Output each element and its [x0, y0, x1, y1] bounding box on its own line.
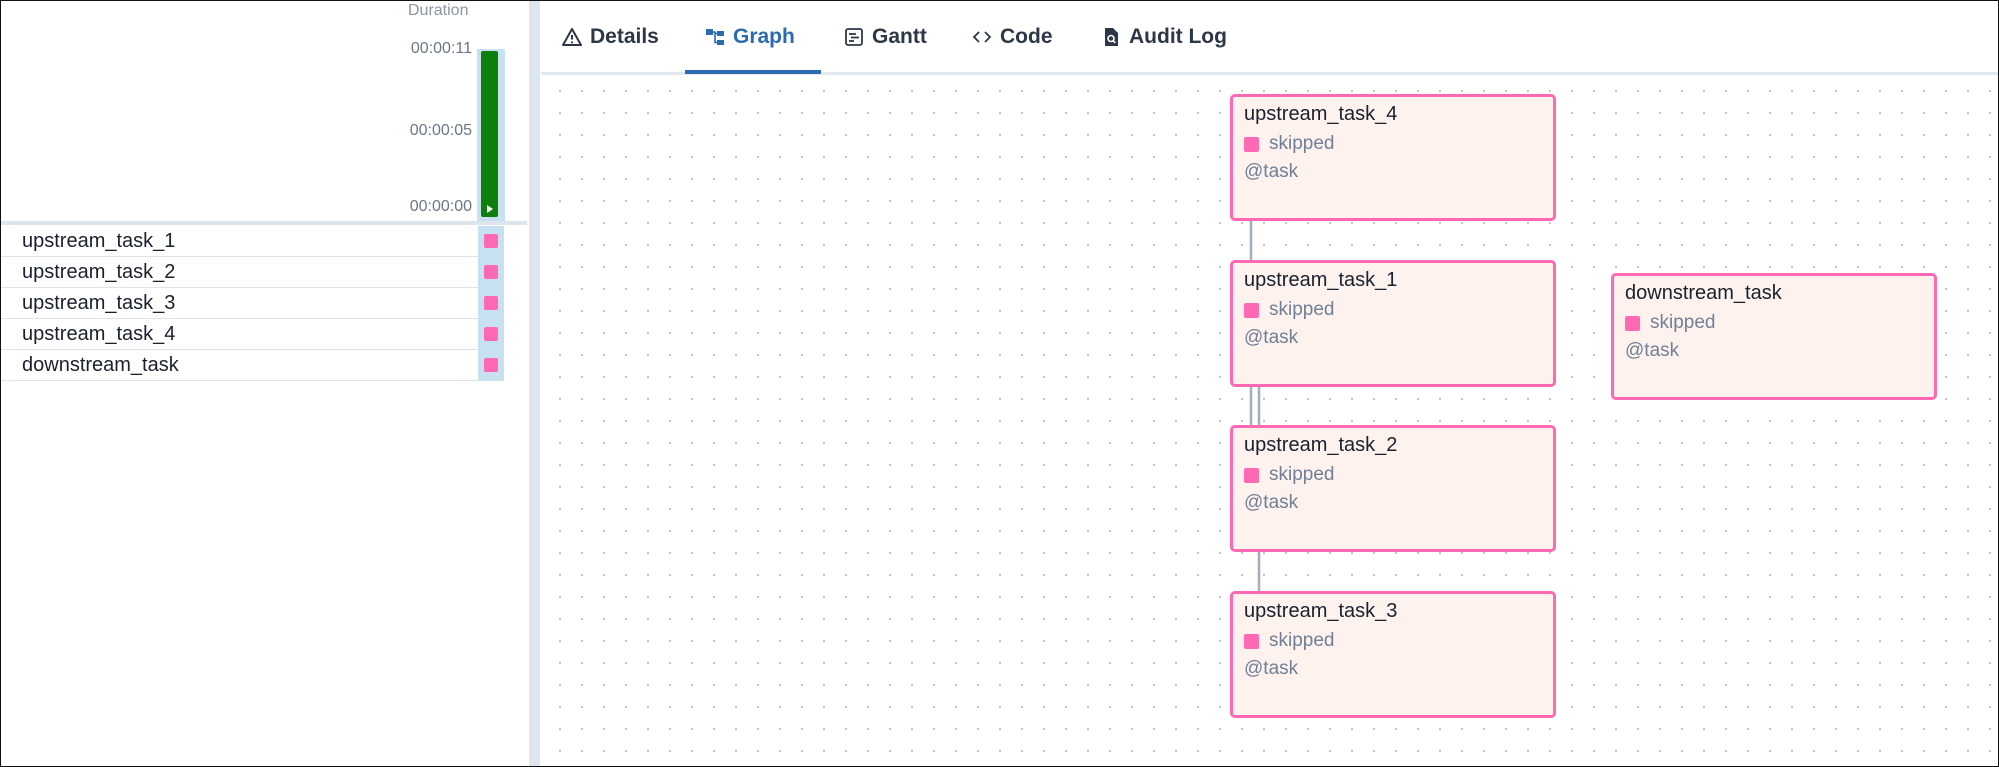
task-name: upstream_task_1	[22, 230, 176, 252]
tab-label: Gantt	[872, 25, 927, 48]
node-state-label: skipped	[1269, 630, 1335, 651]
skipped-status-square	[484, 358, 498, 372]
grid-panel: Duration 00:00:11 00:00:05 00:00:00 upst…	[1, 1, 528, 766]
task-node[interactable]: downstream_task skipped @task	[1611, 273, 1937, 400]
tab-code[interactable]: Code	[972, 25, 1053, 49]
tab-gantt[interactable]: Gantt	[844, 25, 927, 49]
skipped-status-square	[484, 327, 498, 341]
task-row[interactable]: upstream_task_1	[1, 226, 504, 257]
warning-icon	[562, 28, 582, 46]
graph-icon	[706, 29, 724, 45]
task-node[interactable]: upstream_task_1 skipped @task	[1230, 260, 1556, 387]
dag-run-column	[477, 49, 505, 221]
tab-bar: Details Graph Gantt Code	[541, 1, 1998, 76]
node-title: upstream_task_2	[1244, 434, 1398, 456]
skipped-status-square	[1244, 633, 1259, 649]
tab-audit-log[interactable]: Audit Log	[1101, 25, 1227, 49]
task-name: upstream_task_2	[22, 261, 176, 283]
task-row[interactable]: downstream_task	[1, 350, 504, 381]
tab-label: Code	[1000, 25, 1053, 48]
grid-divider	[1, 221, 527, 225]
skipped-status-square	[1625, 315, 1640, 331]
play-icon	[487, 205, 493, 213]
skipped-status-square	[484, 265, 498, 279]
task-name: downstream_task	[22, 354, 179, 376]
panel-resize-handle[interactable]	[529, 1, 540, 766]
code-icon	[972, 31, 992, 43]
node-state: skipped	[1625, 312, 1716, 334]
task-instance-cell[interactable]	[478, 319, 504, 350]
duration-label: Duration	[408, 2, 469, 19]
skipped-status-square	[1244, 467, 1259, 483]
duration-tick-min: 00:00:00	[409, 198, 472, 215]
task-node[interactable]: upstream_task_4 skipped @task	[1230, 94, 1556, 221]
node-state-label: skipped	[1269, 464, 1335, 485]
task-row[interactable]: upstream_task_4	[1, 319, 504, 350]
graph-canvas[interactable]: upstream_task_4 skipped @task upstream_t…	[541, 76, 1997, 765]
task-instance-cell[interactable]	[478, 257, 504, 288]
duration-tick-mid: 00:00:05	[409, 122, 472, 139]
skipped-status-square	[1244, 302, 1259, 318]
node-operator: @task	[1625, 340, 1680, 361]
node-state: skipped	[1244, 133, 1335, 155]
tab-label: Details	[590, 25, 659, 48]
task-row[interactable]: upstream_task_3	[1, 288, 504, 319]
gantt-icon	[845, 28, 863, 46]
node-operator: @task	[1244, 658, 1299, 679]
node-state-label: skipped	[1269, 299, 1335, 320]
task-instance-cell[interactable]	[478, 226, 504, 257]
node-operator: @task	[1244, 327, 1299, 348]
skipped-status-square	[484, 296, 498, 310]
tab-bar-border	[541, 72, 1998, 75]
dag-run-duration-bar[interactable]	[481, 51, 498, 217]
task-row[interactable]: upstream_task_2	[1, 257, 504, 288]
tab-details[interactable]: Details	[562, 25, 659, 49]
node-state-label: skipped	[1650, 312, 1716, 333]
node-state-label: skipped	[1269, 133, 1335, 154]
task-node[interactable]: upstream_task_3 skipped @task	[1230, 591, 1556, 718]
duration-tick-max: 00:00:11	[410, 40, 472, 57]
task-node[interactable]: upstream_task_2 skipped @task	[1230, 425, 1556, 552]
tab-graph[interactable]: Graph	[705, 25, 795, 49]
node-state: skipped	[1244, 299, 1335, 321]
skipped-status-square	[484, 234, 498, 248]
node-title: upstream_task_3	[1244, 600, 1398, 622]
node-title: downstream_task	[1625, 282, 1782, 304]
task-name: upstream_task_4	[22, 323, 176, 345]
task-name: upstream_task_3	[22, 292, 176, 314]
task-instance-cell[interactable]	[478, 350, 504, 381]
node-operator: @task	[1244, 161, 1299, 182]
skipped-status-square	[1244, 136, 1259, 152]
node-state: skipped	[1244, 630, 1335, 652]
tab-label: Audit Log	[1129, 25, 1227, 48]
node-state: skipped	[1244, 464, 1335, 486]
task-list: upstream_task_1 upstream_task_2 upstream…	[1, 226, 504, 381]
active-tab-indicator	[685, 70, 821, 74]
task-instance-cell[interactable]	[478, 288, 504, 319]
audit-log-icon	[1105, 28, 1118, 46]
tab-label: Graph	[733, 25, 795, 48]
node-operator: @task	[1244, 492, 1299, 513]
node-title: upstream_task_4	[1244, 103, 1398, 125]
node-title: upstream_task_1	[1244, 269, 1398, 291]
